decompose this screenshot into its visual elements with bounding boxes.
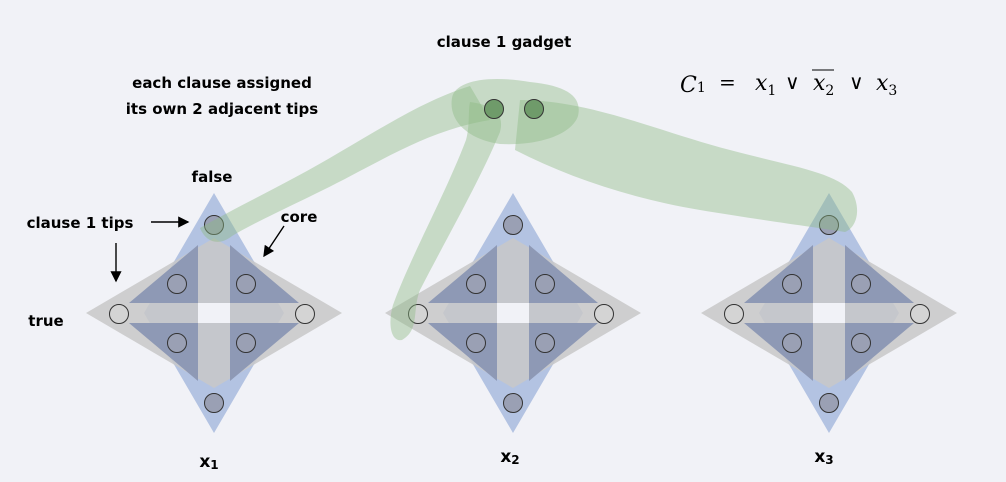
tip-node-right [295, 304, 315, 324]
core-node-lr [535, 333, 555, 353]
annotation-line-1: each clause assigned [132, 74, 312, 92]
diagram-title: clause 1 gadget [437, 33, 572, 51]
clause-gadget-blob [200, 78, 858, 341]
core-node-ll [782, 333, 802, 353]
label-clause-tips: clause 1 tips [27, 214, 134, 232]
formula-or-2: ∨ [849, 70, 864, 94]
clause-formula: C1 = x1 ∨ x2 ∨ x3 [680, 69, 897, 99]
variable-gadget-x2 [385, 193, 641, 433]
tip-node-left [724, 304, 744, 324]
formula-literal-1: x1 [755, 71, 776, 99]
core-node-lr [851, 333, 871, 353]
core-center [497, 303, 529, 323]
label-true: true [28, 312, 63, 330]
tip-node-right [910, 304, 930, 324]
core-node-lr [236, 333, 256, 353]
variable-gadget-x1 [86, 193, 342, 433]
formula-lhs: C1 [680, 73, 706, 98]
gadget-label-x2: x2 [500, 447, 519, 467]
core-node-ur [236, 274, 256, 294]
tip-node-bottom [503, 393, 523, 413]
annotation-line-2: its own 2 adjacent tips [126, 100, 318, 118]
core-node-ul [782, 274, 802, 294]
clause-node-left [484, 99, 504, 119]
gadget-label-x3: x3 [814, 447, 833, 467]
label-false: false [192, 168, 233, 186]
formula-equals: = [719, 70, 736, 94]
tip-node-top [819, 215, 839, 235]
tip-node-bottom [204, 393, 224, 413]
formula-or-1: ∨ [785, 70, 800, 94]
formula-literal-3: x3 [876, 71, 897, 99]
tip-node-left [408, 304, 428, 324]
core-node-ur [851, 274, 871, 294]
core-arrow [263, 225, 285, 258]
core-node-ll [466, 333, 486, 353]
variable-gadget-x3 [701, 193, 957, 433]
gadget-label-x1: x1 [199, 452, 218, 472]
formula-literal-2: x2 [813, 71, 834, 99]
clause-node-right [524, 99, 544, 119]
tip-node-top [204, 215, 224, 235]
core-center [813, 303, 845, 323]
tip-node-bottom [819, 393, 839, 413]
core-node-ul [167, 274, 187, 294]
core-node-ur [535, 274, 555, 294]
tip-node-left [109, 304, 129, 324]
core-node-ul [466, 274, 486, 294]
label-core: core [281, 208, 318, 226]
tip-node-top [503, 215, 523, 235]
core-node-ll [167, 333, 187, 353]
clause-link-x2 [390, 102, 502, 341]
core-center [198, 303, 230, 323]
tip-node-right [594, 304, 614, 324]
clause-link-x3 [515, 100, 858, 232]
clause-link-x1 [200, 86, 490, 242]
clause-hub [451, 78, 579, 145]
